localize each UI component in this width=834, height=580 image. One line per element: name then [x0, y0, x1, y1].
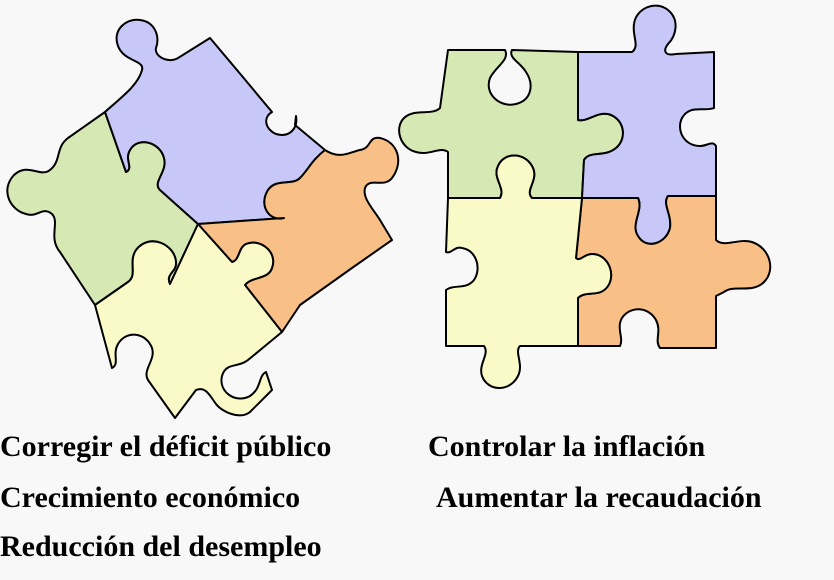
- left-yellow-piece: [94, 223, 283, 419]
- right-purple-piece: [577, 4, 717, 245]
- right-yellow-piece: [445, 154, 613, 389]
- goal-label-controlar-inflacion: Controlar la inflación: [428, 430, 706, 463]
- puzzle-illustration: [6, 4, 772, 419]
- goal-label-crecimiento: Crecimiento económico: [0, 481, 301, 514]
- left-puzzle-group: [6, 18, 400, 419]
- goal-label-corregir-deficit: Corregir el déficit público: [0, 430, 332, 463]
- right-puzzle-group: [398, 4, 772, 389]
- goal-label-aumentar-recaudacion: Aumentar la recaudación: [436, 481, 762, 514]
- goal-label-reduccion-desempleo: Reducción del desempleo: [0, 530, 322, 563]
- left-purple-piece: [104, 18, 326, 225]
